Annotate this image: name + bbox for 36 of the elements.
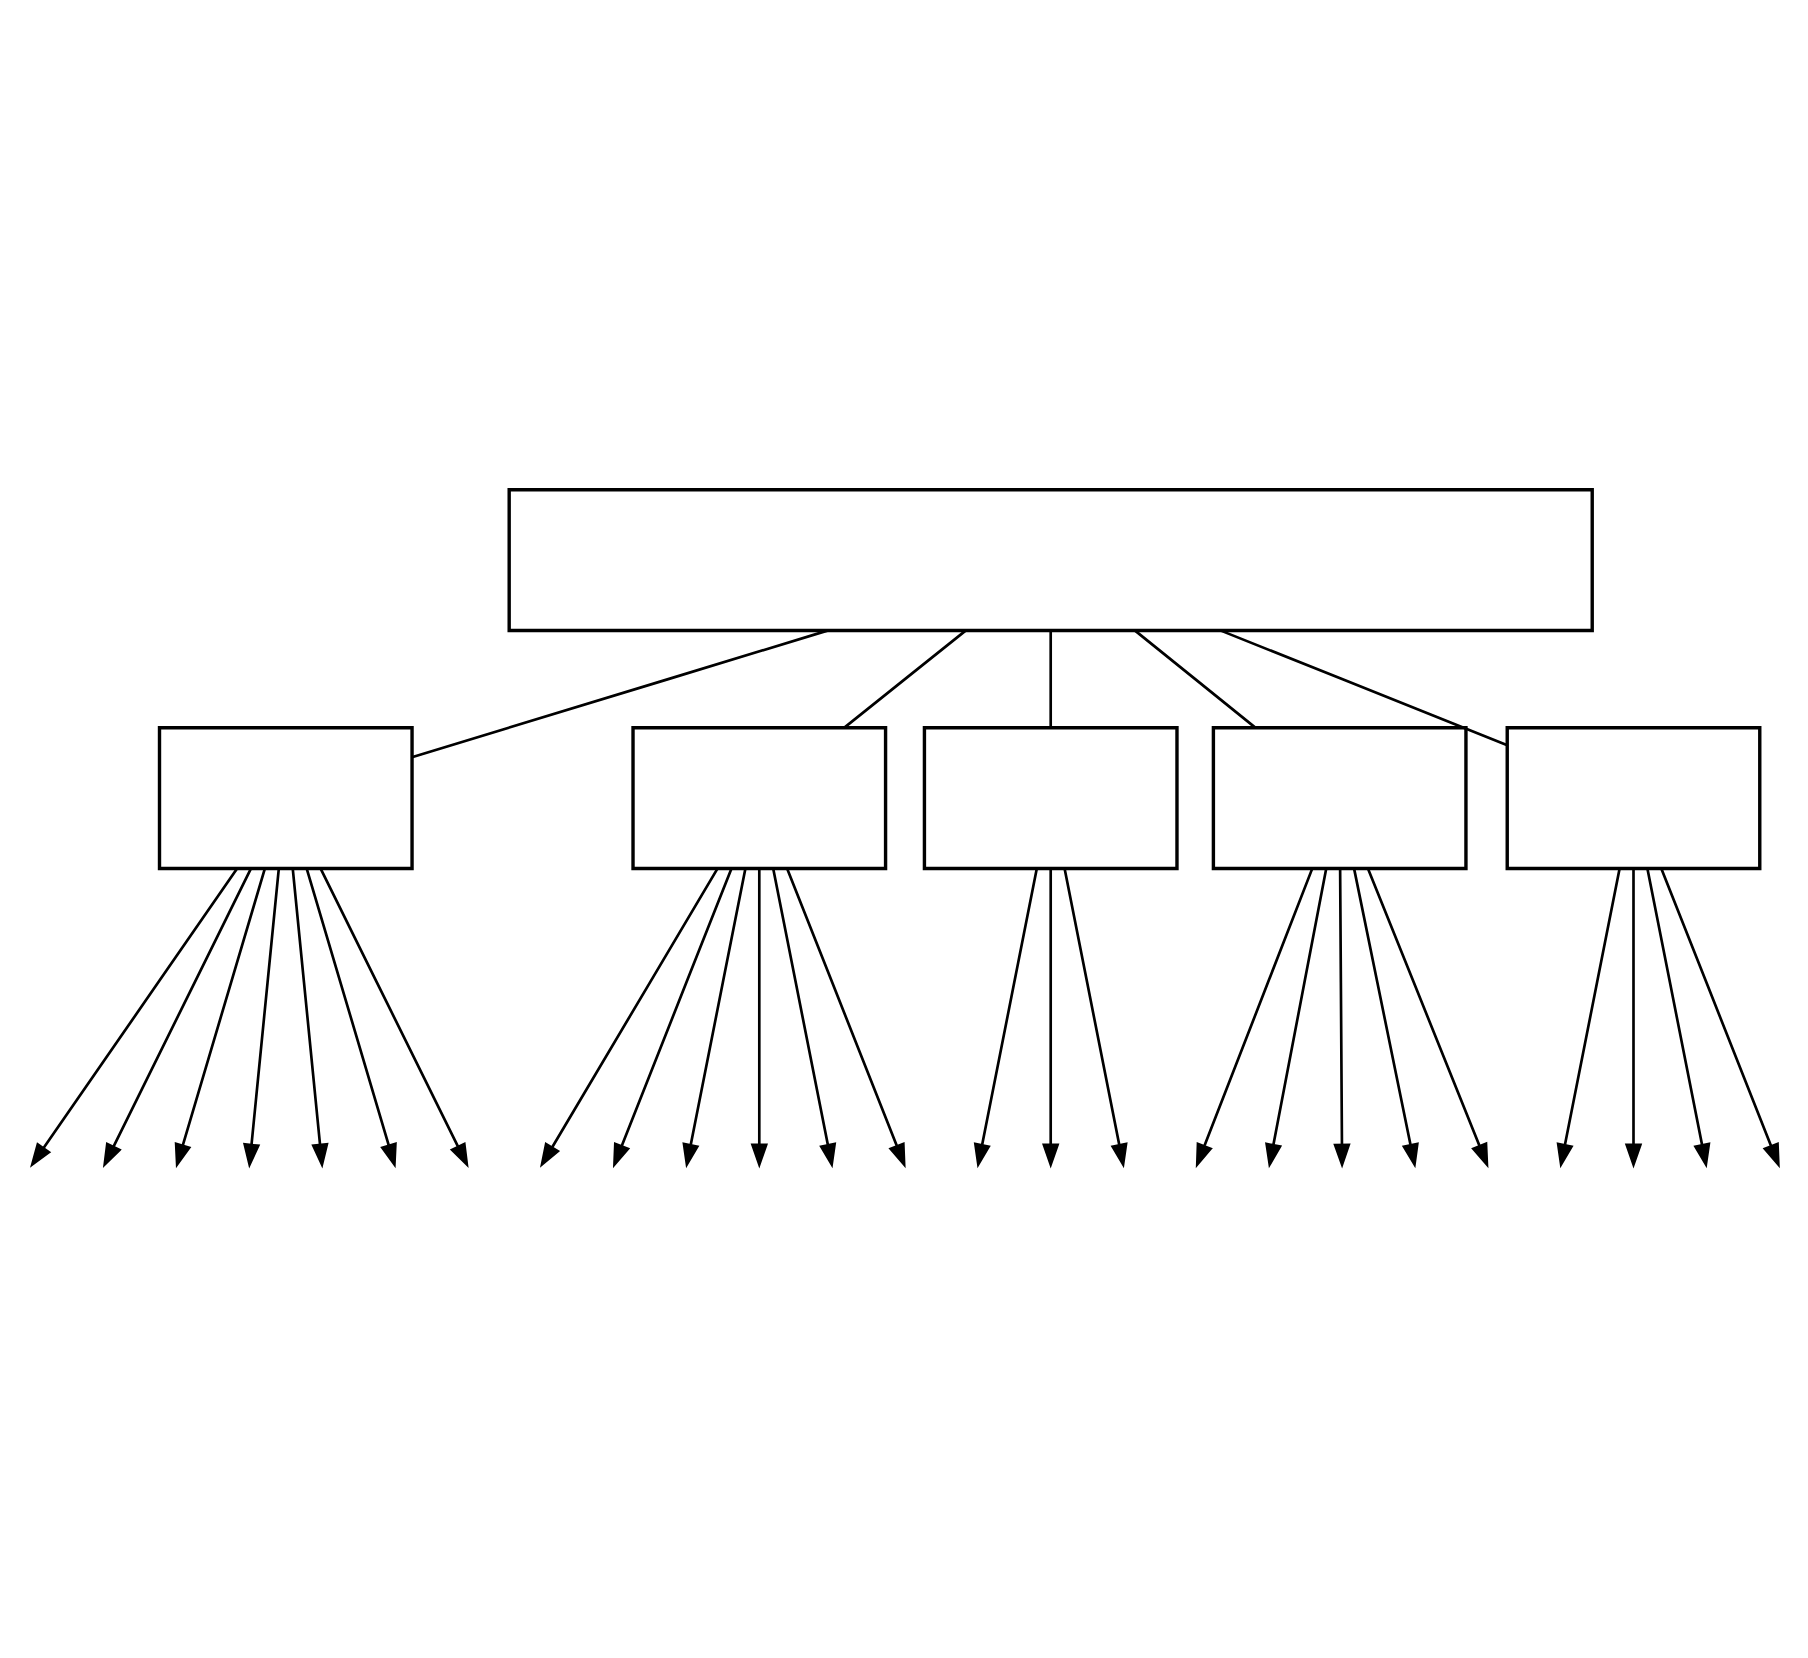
arrow <box>173 868 265 1169</box>
arrow <box>1623 869 1642 1169</box>
node-box <box>921 726 1178 871</box>
connector <box>1133 629 1255 729</box>
arrow <box>1366 868 1488 1169</box>
arrow <box>290 869 328 1169</box>
arrow <box>1332 869 1350 1169</box>
arrow <box>539 868 718 1168</box>
arrow <box>241 869 280 1169</box>
arrow <box>318 868 468 1168</box>
arrow <box>1041 869 1059 1169</box>
arrow <box>972 868 1037 1169</box>
connector <box>1219 629 1507 747</box>
arrow <box>785 868 905 1169</box>
arrow <box>681 868 746 1169</box>
arrow <box>101 868 251 1168</box>
node-box <box>630 726 887 871</box>
arrow <box>304 868 396 1169</box>
node-box <box>1504 726 1761 871</box>
arrow <box>1555 868 1620 1169</box>
connector <box>1048 630 1052 728</box>
connector <box>843 629 966 729</box>
node-box <box>506 488 1593 633</box>
connector <box>411 629 827 759</box>
arrow <box>29 868 237 1168</box>
arrow <box>1194 868 1313 1169</box>
arrow <box>1264 868 1327 1169</box>
arrow <box>1659 868 1779 1169</box>
arrow <box>1062 868 1127 1169</box>
arrow <box>1351 868 1418 1169</box>
arrow <box>611 868 732 1169</box>
arrow <box>1645 868 1710 1169</box>
arrow <box>749 869 767 1169</box>
node-box <box>156 726 413 871</box>
arrow <box>771 868 836 1169</box>
node-box <box>1210 726 1467 871</box>
